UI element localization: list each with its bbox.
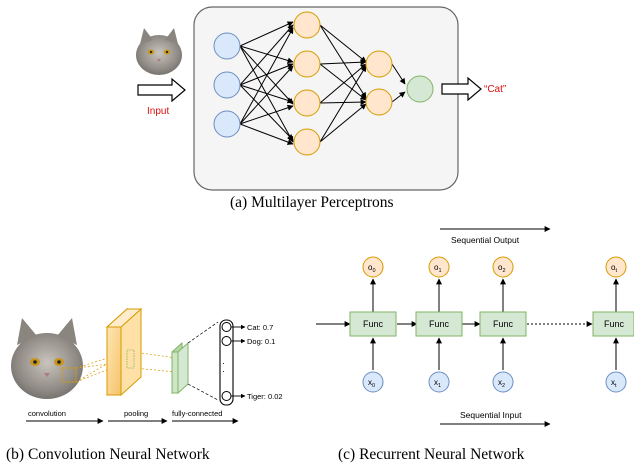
- input-label: Input: [147, 106, 169, 117]
- cnn-output-tiger: Tiger: 0.02: [247, 392, 283, 401]
- stage-label-convolution: convolution: [28, 409, 66, 418]
- rnn-output-node: [605, 256, 627, 278]
- conv-volume: [105, 307, 143, 397]
- rnn-cell-1: o1 Func x1: [415, 256, 463, 393]
- hidden-node: [293, 89, 321, 117]
- rnn-input-node: [428, 371, 450, 393]
- fc-node: [221, 336, 232, 346]
- hidden-node: [365, 50, 393, 78]
- seq-input-label: Sequential Input: [460, 410, 522, 420]
- mlp-connections: [239, 21, 406, 145]
- rnn-output-node: [428, 256, 450, 278]
- fc-node: [221, 322, 232, 332]
- caption-a: (a) Multilayer Perceptrons: [230, 194, 394, 211]
- cat-image-mlp: [135, 27, 183, 75]
- cnn-section: · · Cat: 0.7 Dog: 0.1 Tiger: 0.02 convol…: [6, 307, 283, 463]
- rnn-output-label: o1: [434, 263, 442, 274]
- hidden-node: [293, 128, 321, 156]
- rnn-input-label: x1: [434, 378, 441, 389]
- input-arrow: [137, 77, 186, 103]
- output-node: [406, 75, 434, 103]
- rnn-input-node: [492, 371, 514, 393]
- func-box: [415, 311, 463, 337]
- rnn-output-label: o2: [498, 263, 506, 274]
- mlp-hidden-layer-1: [293, 11, 321, 156]
- mlp-section: Input: [135, 6, 506, 211]
- fc-node: [221, 391, 232, 401]
- input-node: [213, 110, 241, 138]
- caption-c: (c) Recurrent Neural Network: [338, 446, 525, 463]
- func-label: Func: [363, 319, 384, 329]
- rnn-cell-t: ot Func xt: [592, 256, 634, 393]
- func-box: [479, 311, 527, 337]
- fc-column: · ·: [219, 319, 234, 406]
- cnn-output-arrows: [231, 324, 246, 399]
- rnn-input-label: xt: [611, 378, 617, 389]
- rnn-output-label: ot: [611, 263, 617, 274]
- hidden-node: [293, 11, 321, 39]
- rnn-input-node: [362, 371, 384, 393]
- func-box: [592, 311, 634, 337]
- rnn-input-node: [605, 371, 627, 393]
- func-box: [349, 311, 397, 337]
- rnn-input-label: x0: [368, 378, 375, 389]
- rnn-input-label: x2: [498, 378, 505, 389]
- input-node: [213, 71, 241, 99]
- rnn-output-node: [492, 256, 514, 278]
- mlp-input-layer: [213, 32, 241, 138]
- fc-ellipsis: ·: [222, 358, 225, 368]
- stage-label-pooling: pooling: [124, 409, 148, 418]
- seq-output-label: Sequential Output: [451, 235, 520, 245]
- func-label: Func: [493, 319, 514, 329]
- cnn-fc-lines: [187, 321, 219, 401]
- cat-image-cnn: [10, 318, 85, 400]
- rnn-output-label: o0: [368, 263, 376, 274]
- rnn-output-node: [362, 256, 384, 278]
- caption-b: (b) Convolution Neural Network: [6, 446, 210, 463]
- rnn-cell-0: o0 Func x0: [349, 256, 397, 393]
- func-label: Func: [429, 319, 450, 329]
- func-label: Func: [604, 319, 625, 329]
- rnn-cell-2: o2 Func x2: [479, 256, 527, 393]
- stage-label-fully-connected: fully-connected: [172, 409, 222, 418]
- cnn-output-cat: Cat: 0.7: [247, 323, 273, 332]
- input-node: [213, 32, 241, 60]
- cnn-output-dog: Dog: 0.1: [247, 337, 275, 346]
- fc-ellipsis: ·: [222, 366, 225, 376]
- hidden-node: [293, 50, 321, 78]
- pooling-volume: [171, 341, 189, 395]
- mlp-hidden-layer-2: [365, 50, 393, 116]
- hidden-node: [365, 88, 393, 116]
- rnn-section: Sequential Output o0 Func x0 o1 Fu: [316, 226, 634, 463]
- output-label: “Cat”: [484, 84, 506, 95]
- output-arrow: [441, 76, 482, 102]
